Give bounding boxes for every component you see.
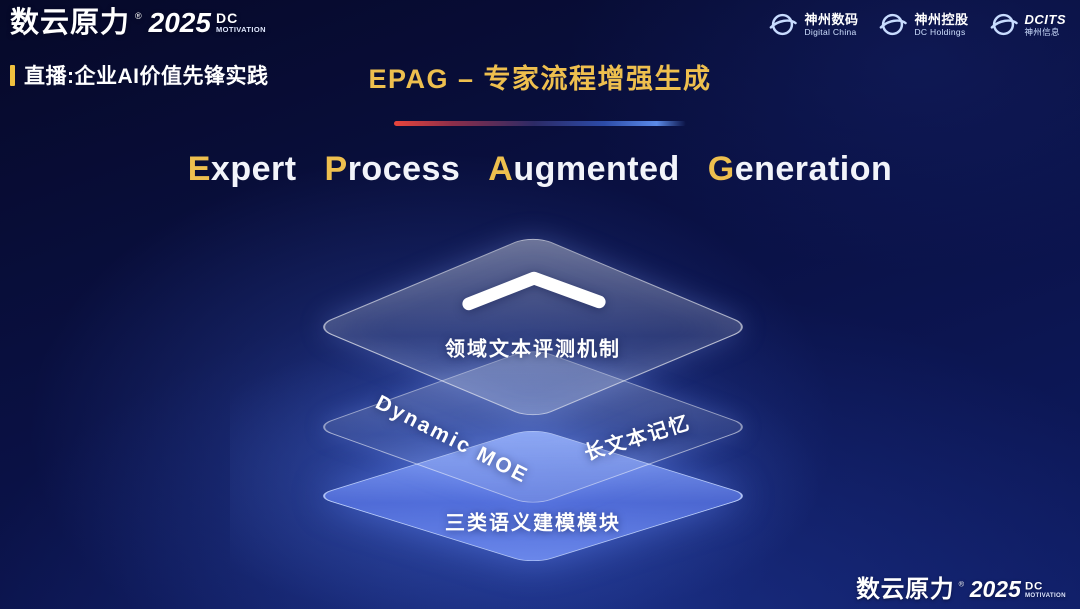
- partner-dc-holdings: 神州控股 DC Holdings: [878, 10, 968, 39]
- digital-china-logo-icon: [770, 13, 798, 36]
- headline-word: Augmented: [488, 150, 680, 188]
- headline-rest: rocess: [347, 150, 461, 188]
- brand-year: 2025: [969, 576, 1021, 602]
- dc-holdings-logo-icon: [880, 13, 908, 36]
- headline-accent: G: [707, 150, 735, 188]
- chevron-up-icon: [462, 271, 606, 311]
- live-label: 直播:企业AI价值先锋实践: [10, 60, 269, 90]
- brand-subtitle: DC MOTIVATION: [216, 11, 266, 34]
- partner-subtitle: DC Holdings: [914, 27, 966, 38]
- headline-rest: xpert: [210, 150, 297, 188]
- brand-sub-bottom: MOTIVATION: [1025, 591, 1066, 599]
- label-bottom-layer: 三类语义建模模块: [445, 512, 621, 535]
- live-text: 直播:企业AI价值先锋实践: [24, 65, 269, 88]
- registered-mark: ®: [958, 579, 965, 589]
- brand-subtitle: DC MOTIVATION: [1025, 580, 1066, 599]
- brand-sub-top: DC: [215, 10, 239, 26]
- brand-name: 数云原力: [856, 576, 955, 603]
- headline-word: Expert: [188, 150, 297, 188]
- partner-title: 神州数码: [804, 11, 859, 27]
- label-top-layer: 领域文本评测机制: [445, 338, 621, 361]
- gradient-divider: [394, 121, 686, 126]
- partner-subtitle: Digital China: [804, 27, 857, 38]
- headline-word: Process: [325, 150, 461, 188]
- partner-text: DCITS 神州信息: [1025, 12, 1067, 38]
- brand-sub-top: DC: [1025, 579, 1044, 593]
- partner-logos: 神州数码 Digital China 神州控股 DC Holdings DCIT…: [768, 10, 1066, 39]
- headline-rest: ugmented: [513, 150, 680, 188]
- registered-mark: ®: [135, 11, 142, 21]
- partner-digital-china: 神州数码 Digital China: [768, 10, 858, 39]
- partner-title: 神州控股: [914, 11, 969, 27]
- brand-logo-footer: 数云原力 ® 2025 DC MOTIVATION: [856, 578, 1066, 602]
- headline-accent: P: [324, 150, 348, 188]
- live-accent-bar: [10, 64, 15, 86]
- partner-text: 神州数码 Digital China: [804, 12, 858, 38]
- headline-word: Generation: [708, 150, 893, 188]
- brand-logo: 数云原力 ® 2025 DC MOTIVATION: [10, 9, 266, 38]
- partner-title: DCITS: [1024, 11, 1066, 27]
- headline: Expert Process Augmented Generation: [0, 150, 1080, 189]
- page-title: EPAG – 专家流程增强生成: [368, 64, 712, 94]
- dcits-logo-icon: [990, 13, 1018, 36]
- partner-dcits: DCITS 神州信息: [989, 10, 1067, 39]
- partner-subtitle: 神州信息: [1024, 27, 1060, 38]
- partner-text: 神州控股 DC Holdings: [914, 12, 968, 38]
- brand-name: 数云原力: [10, 7, 131, 39]
- brand-year: 2025: [148, 7, 211, 38]
- headline-accent: A: [488, 150, 514, 188]
- headline-accent: E: [187, 150, 211, 188]
- brand-sub-bottom: MOTIVATION: [215, 24, 266, 34]
- headline-rest: eneration: [734, 150, 893, 188]
